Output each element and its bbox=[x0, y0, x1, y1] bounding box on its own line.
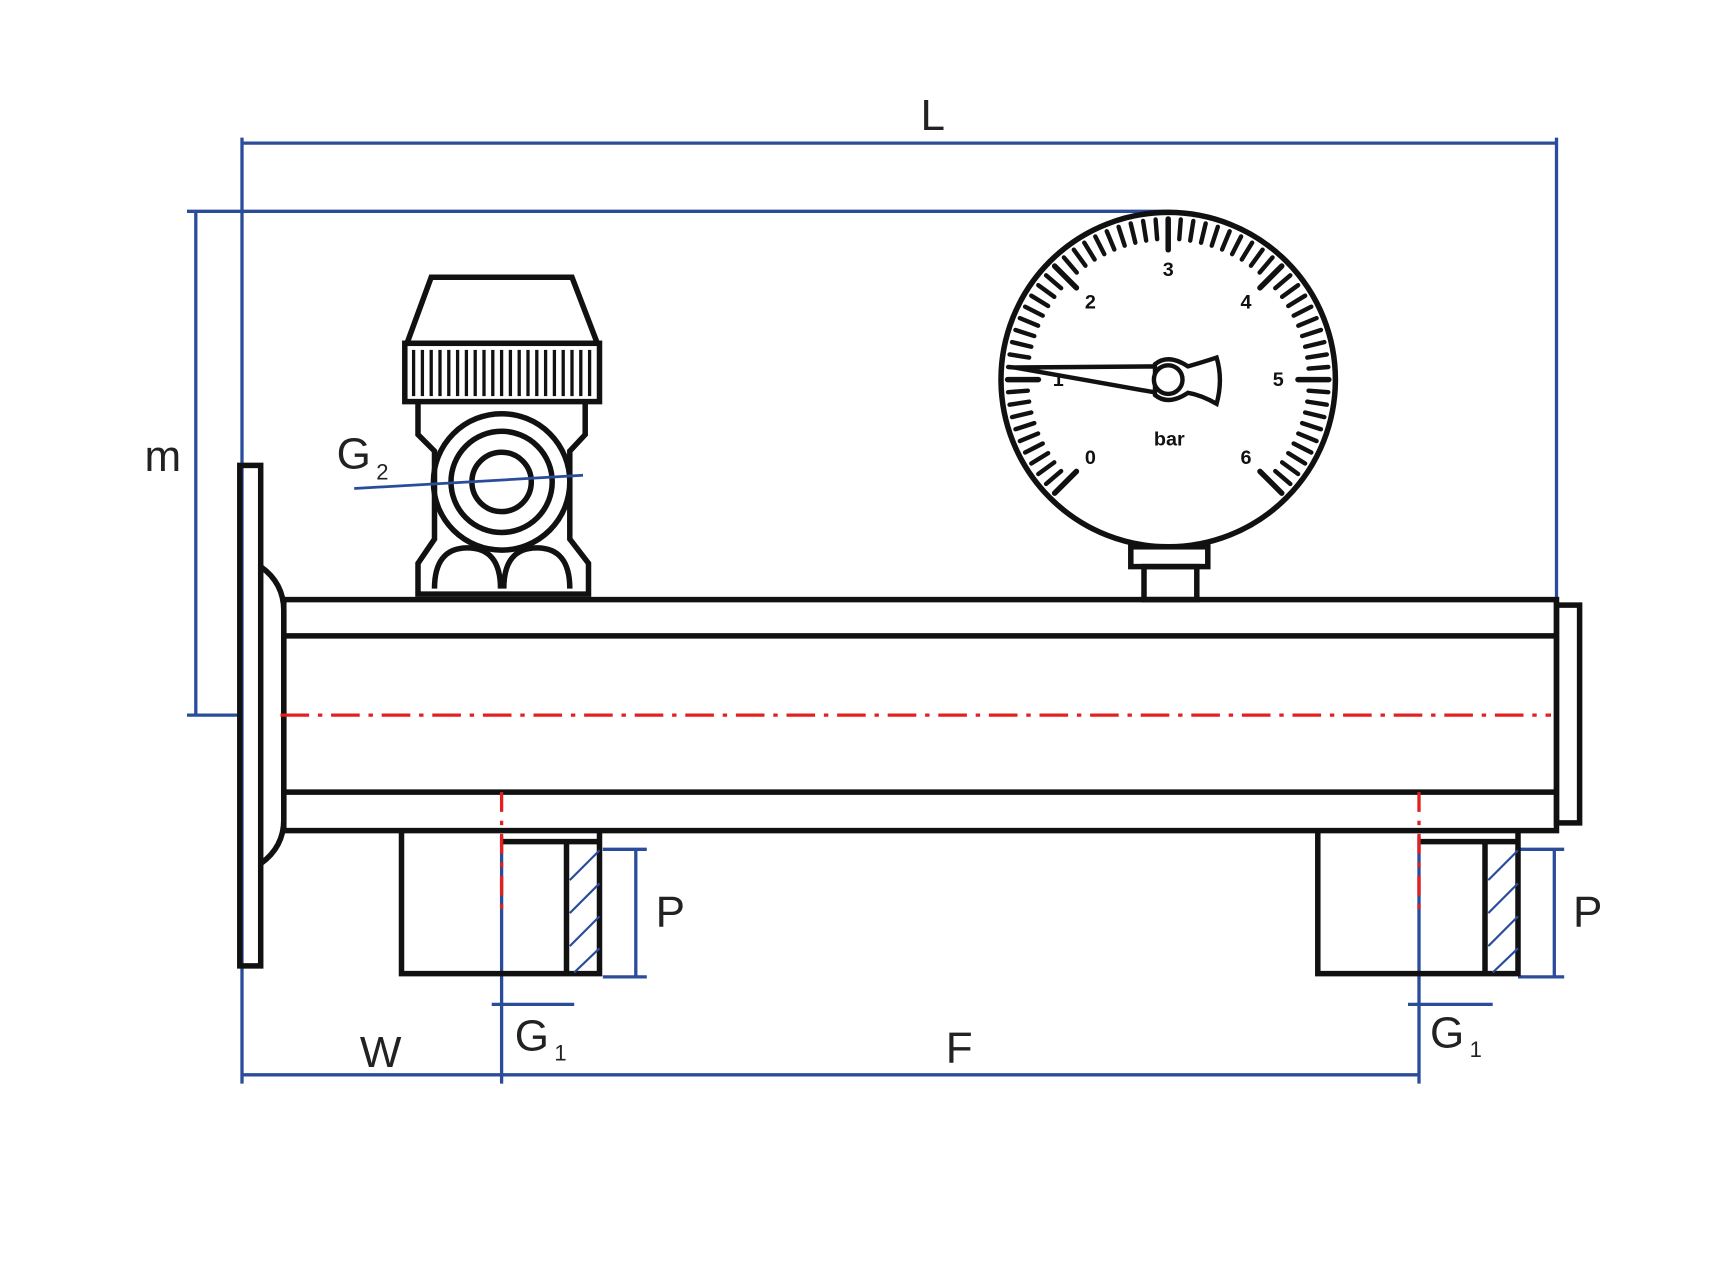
gauge-tick bbox=[1128, 221, 1138, 245]
gauge-tick bbox=[1219, 229, 1232, 252]
gauge-tick bbox=[1022, 441, 1045, 455]
gauge-tick bbox=[1273, 468, 1293, 487]
air-valve bbox=[354, 274, 603, 597]
gauge-tick bbox=[1007, 352, 1032, 360]
gauge-tick bbox=[1140, 218, 1149, 243]
gauge-tick bbox=[1257, 468, 1285, 496]
gauge-tick bbox=[1082, 240, 1097, 262]
gauge-tick bbox=[1104, 229, 1117, 252]
gauge-tick bbox=[1296, 315, 1319, 328]
label-G1-right-sub: 1 bbox=[1470, 1037, 1482, 1062]
label-G2-sub: 2 bbox=[376, 460, 388, 485]
gauge-tick bbox=[1291, 304, 1314, 318]
gauge-tick bbox=[1093, 234, 1107, 257]
gauge-needle bbox=[1014, 354, 1223, 408]
gauge-tick bbox=[1051, 468, 1080, 496]
gauge-tick bbox=[1257, 255, 1275, 275]
gauge-tick bbox=[1299, 420, 1324, 432]
flange-shoulder bbox=[259, 564, 287, 866]
gauge-tick bbox=[1043, 273, 1064, 291]
gauge-unit: bar bbox=[1154, 429, 1185, 451]
gauge-tick bbox=[1061, 255, 1079, 275]
gauge-tick bbox=[1248, 247, 1265, 268]
gauge-tick bbox=[1051, 263, 1080, 291]
label-G2: G bbox=[337, 430, 371, 479]
needle-pivot bbox=[1151, 363, 1185, 397]
gauge-tick bbox=[1305, 399, 1330, 407]
gauge-tick bbox=[1299, 327, 1324, 339]
valve-knurl bbox=[402, 340, 603, 405]
gauge-tick bbox=[1029, 450, 1051, 466]
label-P-right: P bbox=[1573, 887, 1602, 936]
valve-cap bbox=[403, 274, 602, 347]
gauge-tick bbox=[1305, 352, 1330, 360]
gauge-tick bbox=[1306, 364, 1331, 371]
gauge-tick bbox=[1153, 217, 1160, 242]
gauge-tick bbox=[1043, 468, 1064, 487]
gauge-tick bbox=[1017, 431, 1041, 444]
end-cap bbox=[1553, 602, 1583, 826]
gauge-dial bbox=[998, 209, 1339, 550]
gauge-tick bbox=[1291, 441, 1314, 455]
label-G1-left-sub: 1 bbox=[554, 1041, 566, 1066]
gauge-tick bbox=[1009, 410, 1034, 420]
gauge-tick bbox=[1296, 431, 1319, 444]
gauge-tick bbox=[1279, 283, 1301, 300]
gauge-number: 2 bbox=[1085, 291, 1096, 313]
label-G1-left: G bbox=[515, 1012, 549, 1061]
gauge-tick bbox=[1188, 218, 1196, 243]
gauge-tick bbox=[1302, 410, 1327, 420]
gauge-tick bbox=[1279, 460, 1301, 477]
label-L: L bbox=[921, 91, 945, 140]
gauge-number: 3 bbox=[1163, 259, 1174, 281]
gauge-number: 6 bbox=[1240, 447, 1251, 469]
label-F: F bbox=[946, 1024, 973, 1073]
g2-leader-line bbox=[354, 473, 584, 490]
left-flange bbox=[237, 462, 264, 969]
gauge-tick bbox=[1306, 388, 1331, 395]
gauge-number: 0 bbox=[1085, 447, 1096, 469]
gauge-tick bbox=[1007, 399, 1032, 407]
gauge-tick bbox=[1257, 263, 1285, 291]
gauge-tick bbox=[1273, 273, 1293, 291]
dimension-lines bbox=[187, 137, 1565, 1084]
gauge-tick bbox=[1071, 247, 1088, 268]
gauge-tick bbox=[1029, 293, 1051, 309]
label-W: W bbox=[360, 1028, 402, 1077]
port-left bbox=[398, 792, 603, 977]
gauge-tick bbox=[1017, 315, 1041, 328]
gauge-tick bbox=[1229, 234, 1244, 257]
gauge-tick bbox=[1302, 339, 1327, 349]
gauge-tick bbox=[1013, 327, 1037, 339]
label-P-left: P bbox=[656, 887, 685, 936]
gauge-ticks bbox=[1004, 216, 1332, 496]
label-m: m bbox=[144, 432, 181, 481]
valve-body bbox=[415, 401, 592, 597]
gauge-number: 1 bbox=[1053, 369, 1064, 391]
gauge-tick bbox=[1009, 339, 1034, 349]
gauge-tick bbox=[1116, 224, 1127, 248]
gauge-tick bbox=[1036, 283, 1057, 300]
port-right bbox=[1315, 792, 1521, 977]
gauge-tick bbox=[1239, 240, 1255, 262]
label-G1-right: G bbox=[1430, 1008, 1464, 1057]
gauge-tick bbox=[1286, 450, 1308, 466]
gauge-tick bbox=[1013, 420, 1037, 432]
gauge-tick bbox=[1209, 224, 1221, 248]
gauge-tick bbox=[1286, 293, 1308, 309]
pressure-gauge: 0 1 2 3 4 5 6 bar bbox=[998, 209, 1339, 603]
gauge-tick bbox=[1198, 221, 1208, 245]
gauge-tick bbox=[1005, 388, 1031, 395]
gauge-numbers: 0 1 2 3 4 5 6 bbox=[1053, 259, 1284, 469]
gauge-tick bbox=[1022, 304, 1045, 318]
gauge-number: 5 bbox=[1273, 369, 1284, 391]
gauge-tick bbox=[1036, 460, 1057, 477]
gauge-tick bbox=[1177, 217, 1184, 242]
gauge-number: 4 bbox=[1240, 291, 1251, 313]
